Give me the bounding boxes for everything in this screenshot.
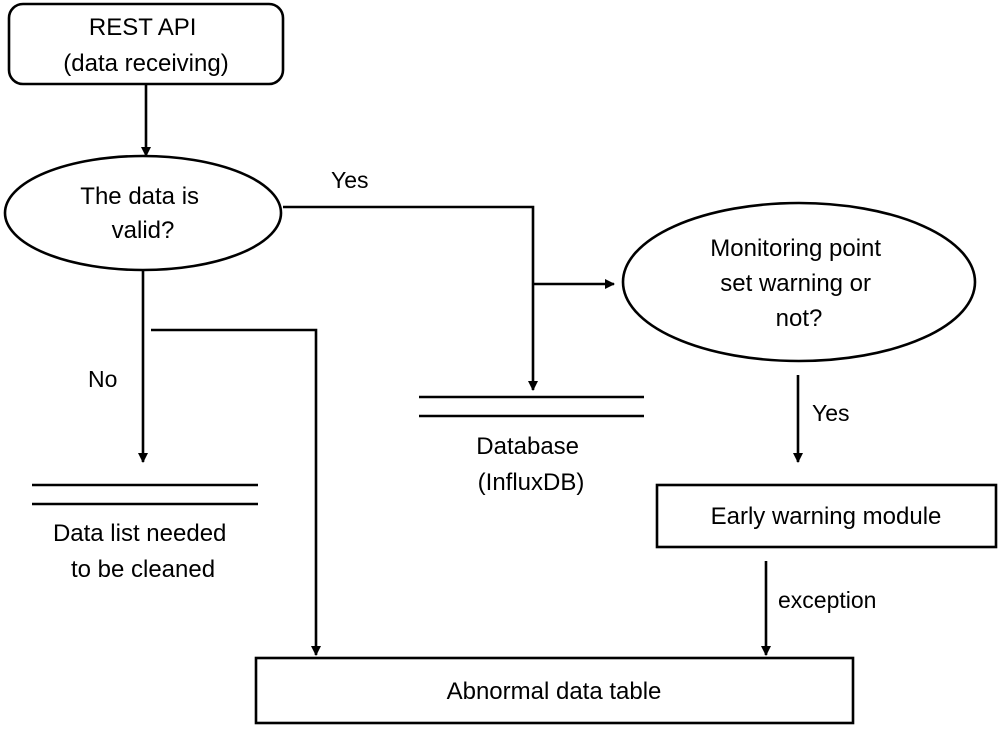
database-store: Database (InfluxDB) bbox=[419, 395, 644, 496]
data-valid-decision: The data is valid? bbox=[3, 154, 283, 272]
valid-no-label: No bbox=[88, 366, 117, 392]
monitoring-line-1: Monitoring point bbox=[710, 235, 881, 262]
database-label: Database (InfluxDB) bbox=[476, 433, 585, 496]
cleaning-list-line-1: Data list needed bbox=[53, 520, 226, 547]
monitoring-ellipse bbox=[621, 201, 977, 363]
monitoring-line-2: set warning or bbox=[720, 270, 871, 297]
warning-yes-label: Yes bbox=[812, 400, 850, 426]
monitoring-decision: Monitoring point set warning or not? bbox=[621, 201, 977, 363]
monitoring-line-3: not? bbox=[776, 305, 823, 332]
rest-api-label: REST API (data receiving) bbox=[63, 14, 228, 77]
data-valid-label: The data is valid? bbox=[80, 183, 205, 244]
cleaning-list-store: Data list needed to be cleaned bbox=[32, 483, 258, 583]
abnormal-table-box bbox=[254, 656, 855, 725]
early-warning-label: Early warning module bbox=[711, 503, 942, 530]
database-line-1: Database bbox=[476, 433, 579, 460]
cleaning-list-label: Data list needed to be cleaned bbox=[53, 520, 233, 583]
rest-api-line-1: REST API bbox=[89, 14, 197, 41]
rest-api-node: REST API (data receiving) bbox=[7, 2, 285, 86]
database-line-2: (InfluxDB) bbox=[478, 469, 585, 496]
abnormal-table-node: Abnormal data table bbox=[254, 656, 855, 725]
cleaning-list-line-2: to be cleaned bbox=[71, 556, 215, 583]
early-warning-box bbox=[655, 483, 998, 549]
abnormal-table-label: Abnormal data table bbox=[447, 678, 662, 705]
data-valid-line-1: The data is bbox=[80, 183, 199, 210]
connector-valid-yes bbox=[283, 205, 538, 391]
connector-to-abnormal-table bbox=[151, 328, 321, 656]
data-valid-line-2: valid? bbox=[112, 217, 175, 244]
valid-yes-label: Yes bbox=[331, 167, 369, 193]
exception-label: exception bbox=[778, 587, 876, 613]
rest-api-line-2: (data receiving) bbox=[63, 50, 228, 77]
early-warning-node: Early warning module bbox=[655, 483, 998, 549]
data-valid-ellipse bbox=[3, 154, 283, 272]
monitoring-label: Monitoring point set warning or not? bbox=[710, 235, 887, 332]
